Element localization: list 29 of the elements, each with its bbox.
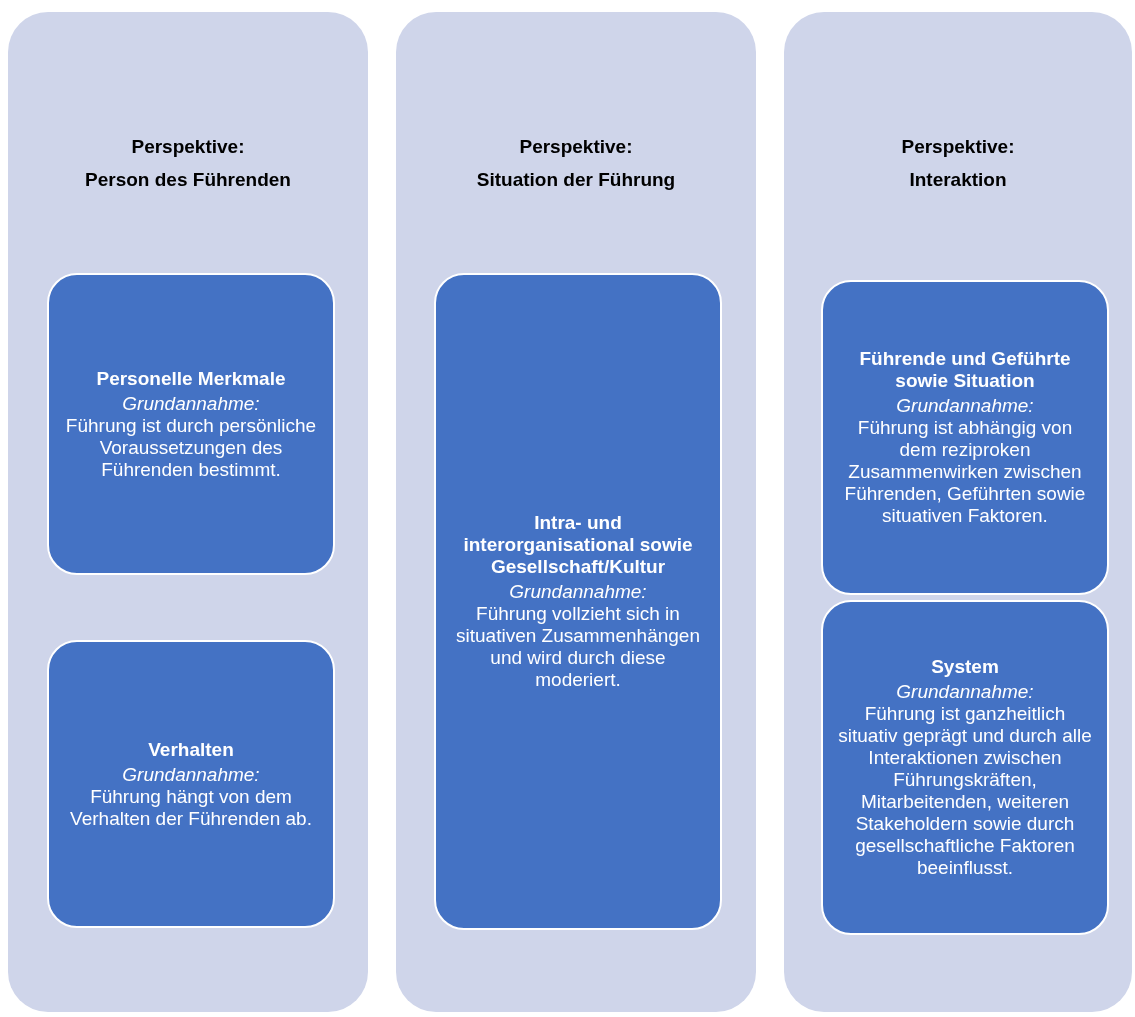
- box-heading: Führende und Geführte sowie Situation: [858, 348, 1072, 392]
- content-box: [821, 600, 1109, 935]
- content-box: [47, 640, 335, 928]
- assumption-label: Grundannahme:: [896, 395, 1034, 417]
- box-text: Führung vollzieht sich in situativen Zusammenhängen und wird durch diese moderiert.: [455, 603, 701, 691]
- assumption-label: Grundannahme:: [896, 681, 1034, 703]
- panel-title: Perspektive:: [901, 135, 1015, 159]
- perspective-panel: [784, 12, 1132, 1012]
- assumption-label: Grundannahme:: [509, 581, 647, 603]
- box-heading: System: [931, 656, 999, 678]
- perspective-panel: [396, 12, 756, 1012]
- box-heading: Personelle Merkmale: [96, 367, 286, 390]
- content-box: [47, 273, 335, 575]
- content-box: [821, 280, 1109, 595]
- panel-title: Perspektive:: [131, 135, 245, 159]
- box-text: Führung hängt von dem Verhalten der Führenden ab.: [69, 785, 313, 830]
- content-box: [434, 273, 722, 930]
- panel-title: Perspektive:: [519, 135, 633, 159]
- box-heading: Verhalten: [148, 738, 234, 761]
- box-text: Führung ist durch persönliche Voraussetzungen des Führenden bestimmt.: [64, 414, 318, 481]
- panel-title: Interaktion: [909, 168, 1007, 192]
- box-heading: Intra- und interorganisational sowie Gesellschaft/Kultur: [462, 512, 694, 578]
- box-text: Führung ist ganzheitlich situativ geprägt und durch alle Interaktionen zwischen Führungskräften, Mitarbeitenden, weiteren Stakeholdern sowie durch gesellschaftliche Faktoren beeinflusst.: [837, 703, 1093, 879]
- panel-title: Situation der Führung: [476, 168, 676, 192]
- box-text: Führung ist abhängig von dem reziproken Zusammenwirken zwischen Führenden, Geführten sowie situativen Faktoren.: [843, 417, 1087, 527]
- assumption-label: Grundannahme:: [122, 763, 260, 786]
- panel-title: Person des Führenden: [85, 168, 291, 192]
- assumption-label: Grundannahme:: [122, 392, 260, 415]
- perspective-panel: [8, 12, 368, 1012]
